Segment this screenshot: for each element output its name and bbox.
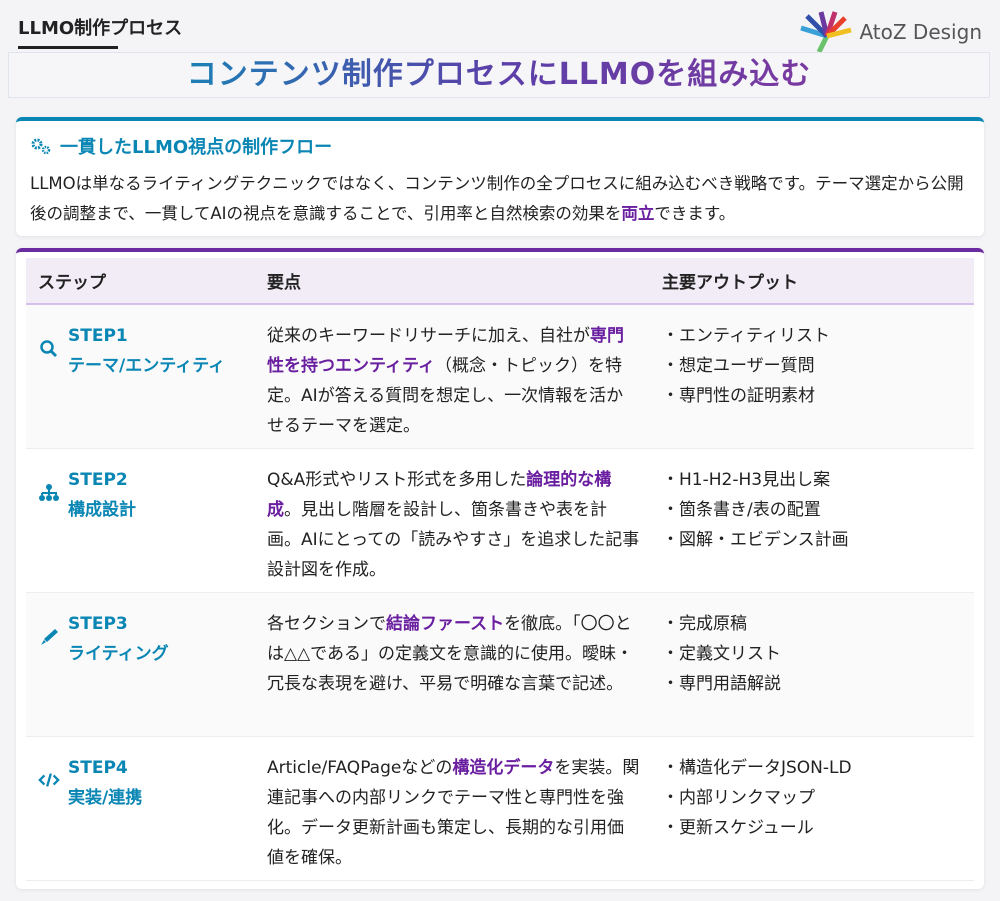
step-outputs: ・構造化データJSON-LD ・内部リンクマップ・更新スケジュール bbox=[650, 753, 974, 880]
header-points: 要点 bbox=[267, 273, 301, 293]
step-number: STEP1 bbox=[68, 326, 128, 346]
intro-heading: 一貫したLLMO視点の制作フロー bbox=[60, 137, 333, 158]
step-name: テーマ/エンティティ bbox=[68, 356, 226, 376]
output-item: ・内部リンクマップ bbox=[662, 788, 815, 808]
pen-icon bbox=[38, 627, 60, 647]
table-header: ステップ 要点 主要アウトプット bbox=[26, 258, 974, 305]
output-item: ・専門用語解説 bbox=[662, 674, 781, 694]
step-points: 各セクションで結論ファーストを徹底。「〇〇とは△△である」の定義文を意識的に使用… bbox=[255, 609, 650, 736]
page-title: コンテンツ制作プロセスにLLMOを組み込む bbox=[186, 57, 812, 92]
sitemap-icon bbox=[38, 483, 60, 501]
text-segment: Article/FAQPageなどの bbox=[267, 758, 453, 778]
search-icon bbox=[38, 339, 60, 359]
intro-card: 一貫したLLMO視点の制作フロー LLMOは単なるライティングテクニックではなく… bbox=[16, 117, 984, 236]
highlight-text: 結論ファースト bbox=[386, 614, 505, 634]
text-segment: 各セクションで bbox=[267, 614, 386, 634]
output-item: ・専門性の証明素材 bbox=[662, 386, 815, 406]
logo-text: AtoZ Design bbox=[859, 20, 982, 44]
highlight-text: 構造化データ bbox=[452, 758, 555, 778]
logo-flower-icon bbox=[800, 11, 853, 54]
output-item: ・定義文リスト bbox=[662, 644, 781, 664]
text-segment: できます。 bbox=[654, 204, 736, 223]
output-item: ・H1-H2-H3見出し案 bbox=[662, 470, 831, 490]
code-icon bbox=[38, 771, 60, 789]
output-item: ・想定ユーザー質問 bbox=[662, 356, 815, 376]
title-banner: コンテンツ制作プロセスにLLMOを組み込む bbox=[8, 52, 990, 98]
text-segment: を徹底。「〇〇とは△△である」の定義文を意識的に使用。曖昧・冗長な表現を避け、平… bbox=[267, 614, 633, 694]
step-number: STEP2 bbox=[68, 470, 128, 490]
highlight-text: 専門性を持つエンティティ bbox=[267, 326, 624, 376]
step-name: ライティング bbox=[68, 644, 169, 664]
step-outputs: ・完成原稿・定義文リスト・専門用語解説 bbox=[650, 609, 974, 736]
step-name: 実装/連携 bbox=[68, 788, 143, 808]
text-segment: （概念・トピック）を特定。AIが答える質問を想定し、一次情報を活かせるテーマを選… bbox=[267, 356, 624, 436]
process-table-card: ステップ 要点 主要アウトプット STEP1 テーマ/エンティティ 従来のキーワ… bbox=[16, 248, 984, 889]
step-points: 従来のキーワードリサーチに加え、自社が専門性を持つエンティティ（概念・トピック）… bbox=[255, 321, 650, 448]
text-segment: 従来のキーワードリサーチに加え、自社が bbox=[267, 326, 590, 346]
step-name: 構成設計 bbox=[68, 500, 136, 520]
step-outputs: ・H1-H2-H3見出し案・箇条書き/表の配置・図解・エビデンス計画 bbox=[650, 465, 974, 592]
intro-body: LLMOは単なるライティングテクニックではなく、コンテンツ制作の全プロセスに組み… bbox=[30, 169, 970, 229]
logo: AtoZ Design bbox=[797, 10, 982, 54]
table-row: STEP4 実装/連携 Article/FAQPageなどの構造化データを実装。… bbox=[26, 737, 974, 881]
header-outputs: 主要アウトプット bbox=[662, 273, 798, 293]
text-segment: 。見出し階層を設計し、箇条書きや表を計画。AIにとっての「読みやすさ」を追求した… bbox=[267, 500, 640, 580]
text-segment: LLMOは単なるライティングテクニックではなく、コンテンツ制作の全プロセスに組み… bbox=[30, 174, 964, 223]
step-number: STEP3 bbox=[68, 614, 128, 634]
section-label: LLMO制作プロセス bbox=[18, 14, 182, 49]
highlight-text: 論理的な構成 bbox=[267, 470, 612, 520]
output-item: ・エンティティリスト bbox=[662, 326, 830, 346]
output-item: ・完成原稿 bbox=[662, 614, 747, 634]
table-row: STEP1 テーマ/エンティティ 従来のキーワードリサーチに加え、自社が専門性を… bbox=[26, 305, 974, 449]
text-segment: Q&A形式やリスト形式を多用した bbox=[267, 470, 527, 490]
text-segment: を実装。関連記事への内部リンクでテーマ性と専門性を強化。データ更新計画も策定し、… bbox=[267, 758, 640, 868]
step-points: Article/FAQPageなどの構造化データを実装。関連記事への内部リンクで… bbox=[255, 753, 650, 880]
highlight-text: 両立 bbox=[621, 204, 655, 223]
table-row: STEP3 ライティング 各セクションで結論ファーストを徹底。「〇〇とは△△であ… bbox=[26, 593, 974, 737]
output-item: ・更新スケジュール bbox=[662, 818, 814, 838]
table-row: STEP2 構成設計 Q&A形式やリスト形式を多用した論理的な構成。見出し階層を… bbox=[26, 449, 974, 593]
step-outputs: ・エンティティリスト・想定ユーザー質問・専門性の証明素材 bbox=[650, 321, 974, 448]
output-item: ・図解・エビデンス計画 bbox=[662, 530, 849, 550]
gears-icon bbox=[31, 138, 51, 155]
output-item: ・箇条書き/表の配置 bbox=[662, 500, 821, 520]
header-step: ステップ bbox=[38, 273, 106, 293]
step-points: Q&A形式やリスト形式を多用した論理的な構成。見出し階層を設計し、箇条書きや表を… bbox=[255, 465, 650, 592]
output-item: ・構造化データJSON-LD bbox=[662, 758, 852, 778]
step-number: STEP4 bbox=[68, 758, 128, 778]
